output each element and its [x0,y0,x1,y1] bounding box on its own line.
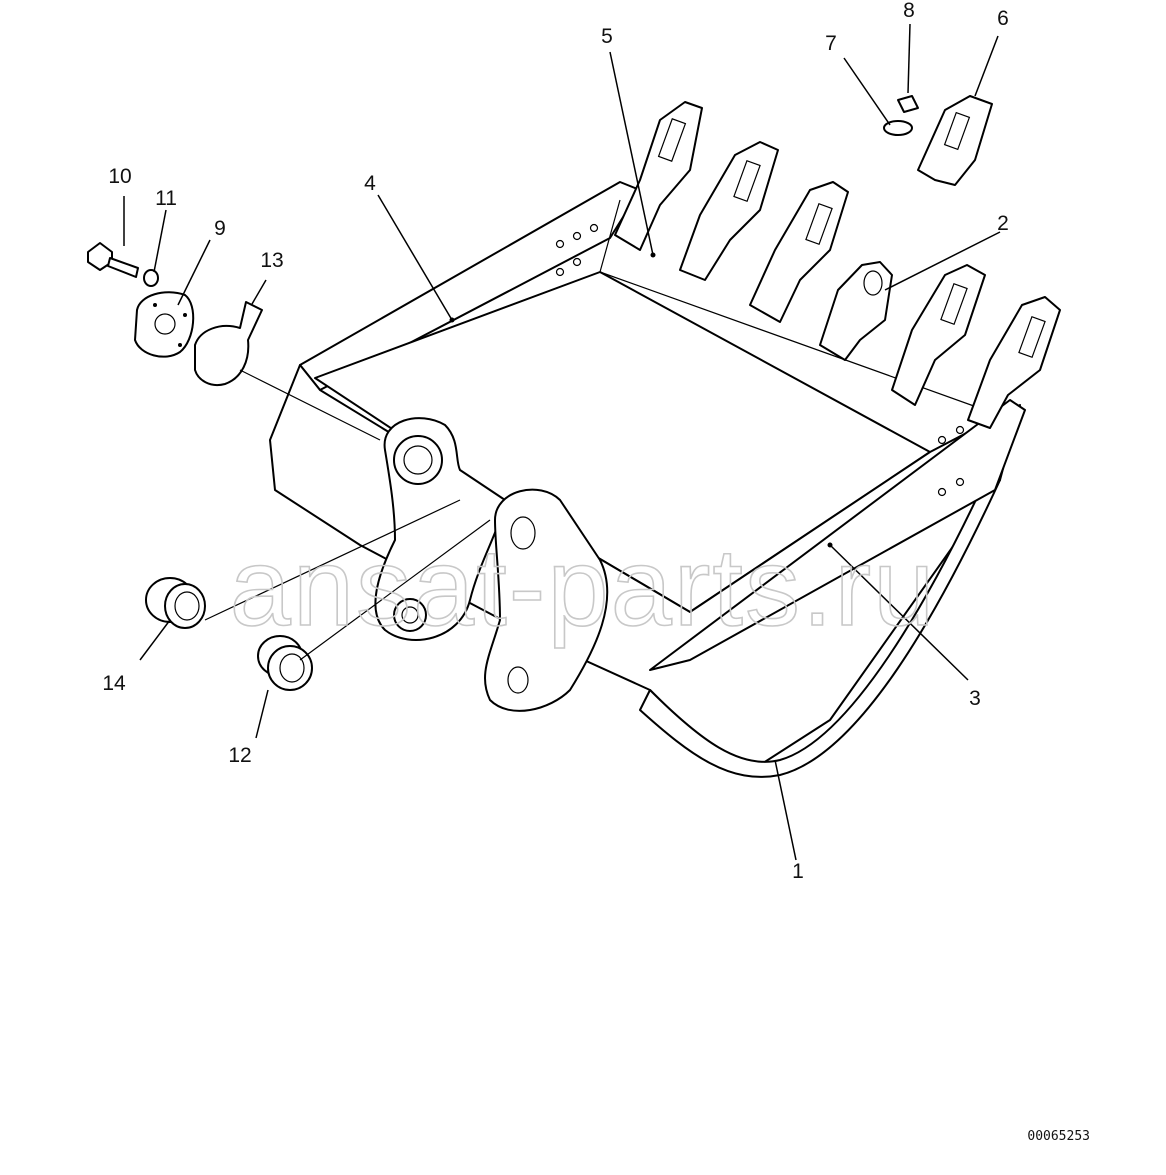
right-boss-hole-lower [507,666,529,694]
mounting-brackets [374,417,609,712]
callout-2: 2 [997,212,1009,235]
callout-5: 5 [601,25,613,48]
right-boss-hole-upper [510,516,536,550]
bushing-left [145,577,206,629]
callout-9: 9 [214,217,226,240]
left-boss-inner [403,445,433,475]
callout-1: 1 [792,860,804,883]
callout-6: 6 [997,7,1009,30]
leader-lines [123,23,1001,861]
callouts: 1 2 3 4 5 6 7 8 9 10 11 12 13 14 [102,0,1009,883]
shim [194,301,263,386]
tooth-2 [679,141,779,281]
lock [883,120,913,136]
callout-12: 12 [228,744,251,767]
pin [897,95,919,113]
teeth-row [614,95,1061,429]
exploded-hardware [87,95,919,691]
tooth-1 [614,101,703,251]
tooth-5 [967,296,1061,429]
document-code: 00065253 [1027,1129,1090,1144]
callout-13: 13 [260,249,283,272]
left-plate-holes [555,223,599,277]
right-side-plate [649,399,1026,671]
bolt [87,242,139,278]
callout-8: 8 [903,0,915,22]
callout-3: 3 [969,687,981,710]
assembly-guides [204,369,491,661]
callout-4: 4 [364,172,376,195]
lower-left-boss [393,598,427,632]
callout-10: 10 [108,165,131,188]
left-boss-outer [393,435,443,485]
tooth-adapter [819,261,893,361]
tooth-3 [749,181,849,323]
callout-7: 7 [825,32,837,55]
callout-11: 11 [155,187,177,210]
watermark: ansat-parts.ru [230,526,937,649]
bucket-bottom [639,469,1001,778]
callout-14: 14 [102,672,126,695]
tooth-4 [891,264,986,406]
bucket-body [269,181,1026,778]
tooth-point-exploded [917,95,993,186]
flange-plate [134,291,195,358]
bushing-right [257,635,313,691]
washer [143,269,159,287]
